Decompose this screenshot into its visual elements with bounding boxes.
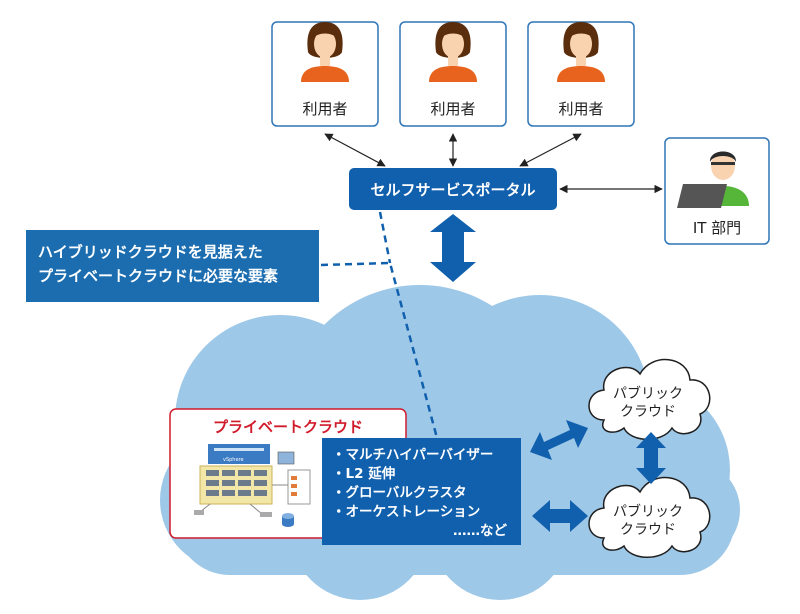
feature-item: ・グローバルクラスタ bbox=[332, 485, 467, 501]
private-cloud-title: プライベートクラウド bbox=[212, 418, 363, 436]
feature-item: ・オーケストレーション bbox=[332, 504, 481, 520]
user-icon bbox=[557, 22, 605, 82]
connector-arrows bbox=[324, 133, 663, 194]
public-cloud-label-1: パブリック クラウド bbox=[593, 385, 703, 421]
portal-box bbox=[349, 168, 557, 210]
features-box: ・マルチハイパーバイザー ・L2 延伸 ・グローバルクラスタ ・オーケストレーシ… bbox=[322, 438, 521, 545]
user-label: 利用者 bbox=[558, 100, 604, 118]
user-icon bbox=[301, 22, 349, 82]
public-cloud-arrows bbox=[530, 420, 666, 532]
it-person-icon bbox=[677, 151, 749, 208]
it-department-label: IT 部門 bbox=[692, 219, 742, 237]
callout-line-1: ハイブリッドクラウドを見据えた bbox=[38, 243, 263, 261]
user-icon bbox=[429, 22, 477, 82]
self-service-portal-label: セルフサービスポータル bbox=[370, 181, 536, 199]
callout-leader bbox=[320, 211, 439, 439]
public-cloud-line-1: パブリック bbox=[613, 504, 683, 520]
public-cloud-line-1: パブリック bbox=[613, 386, 683, 402]
feature-etc: ……など bbox=[453, 523, 507, 539]
callout-line-2: プライベートクラウドに必要な要素 bbox=[38, 267, 279, 285]
public-cloud-line-2: クラウド bbox=[620, 404, 676, 420]
feature-item: ・L2 延伸 bbox=[332, 466, 396, 482]
callout-box: ハイブリッドクラウドを見据えた プライベートクラウドに必要な要素 bbox=[26, 230, 319, 302]
portal-cloud-arrow bbox=[430, 214, 476, 282]
feature-item: ・マルチハイパーバイザー bbox=[332, 447, 494, 463]
public-cloud-line-2: クラウド bbox=[620, 522, 676, 538]
datacenter-icon bbox=[194, 444, 311, 527]
public-cloud-2 bbox=[588, 476, 711, 558]
user-label: 利用者 bbox=[430, 100, 476, 118]
vsphere-screen-label: vSphere bbox=[223, 457, 244, 463]
public-cloud-1 bbox=[588, 358, 711, 440]
public-cloud-label-2: パブリック クラウド bbox=[593, 503, 703, 539]
user-label: 利用者 bbox=[302, 100, 348, 118]
